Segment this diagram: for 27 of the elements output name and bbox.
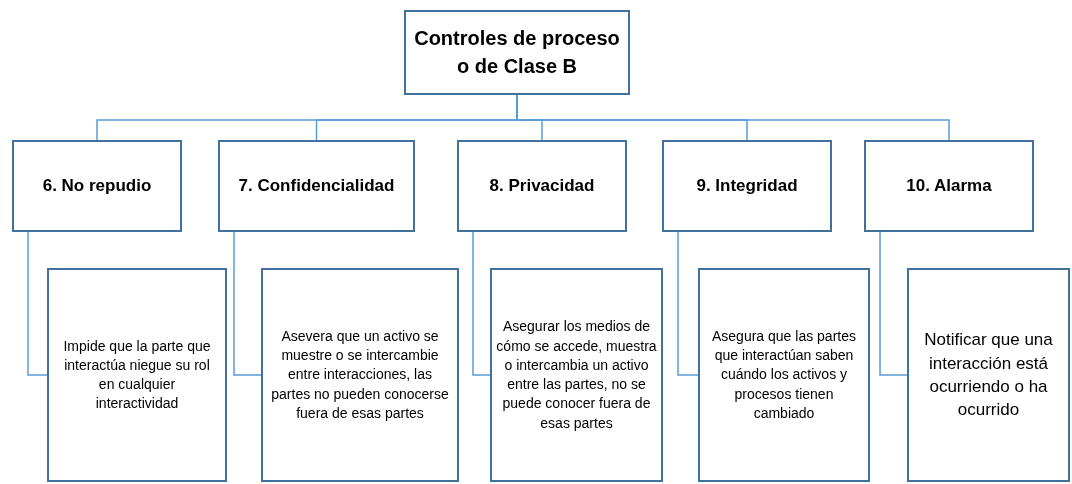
description-box: [698, 268, 870, 482]
node-text: 6. No repudio: [42, 175, 152, 198]
node-text: 10. Alarma: [906, 175, 992, 198]
description-box: [490, 268, 663, 482]
category-box: [218, 140, 415, 232]
description-box: [907, 268, 1070, 482]
node-text: 9. Integridad: [696, 175, 798, 198]
description-box: [261, 268, 459, 482]
node-text: Asegura que las partes que interactúan saben cuándo los activos y procesos tienen cambiado: [711, 326, 857, 423]
connector-line: [677, 231, 699, 376]
root-box: [404, 10, 630, 95]
category-box: [457, 140, 627, 232]
connector-line: [27, 231, 48, 376]
node-text: 7. Confidencialidad: [238, 175, 395, 198]
category-box: [12, 140, 182, 232]
connector-line: [472, 231, 491, 376]
node-text: Notificar que una interacción está ocurriendo o ha ocurrido: [923, 329, 1054, 422]
node-text: Asegurar los medios de cómo se accede, muestra o intercambia un activo entre las partes, no se puede conocer fuera de esas partes: [496, 317, 657, 433]
connector-line: [233, 231, 262, 376]
node-text: Impide que la parte que interactúa niegue su rol en cualquier interactividad: [62, 336, 212, 414]
description-box: [47, 268, 227, 482]
category-box: [662, 140, 832, 232]
category-box: [864, 140, 1034, 232]
node-text: Asevera que un activo se muestre o se intercambie entre interacciones, las partes no pueden conocerse fuera de esas partes: [271, 326, 449, 423]
node-text: 8. Privacidad: [489, 175, 595, 198]
node-text: Controles de proceso o de Clase B: [414, 26, 620, 79]
connector-line: [879, 231, 908, 376]
